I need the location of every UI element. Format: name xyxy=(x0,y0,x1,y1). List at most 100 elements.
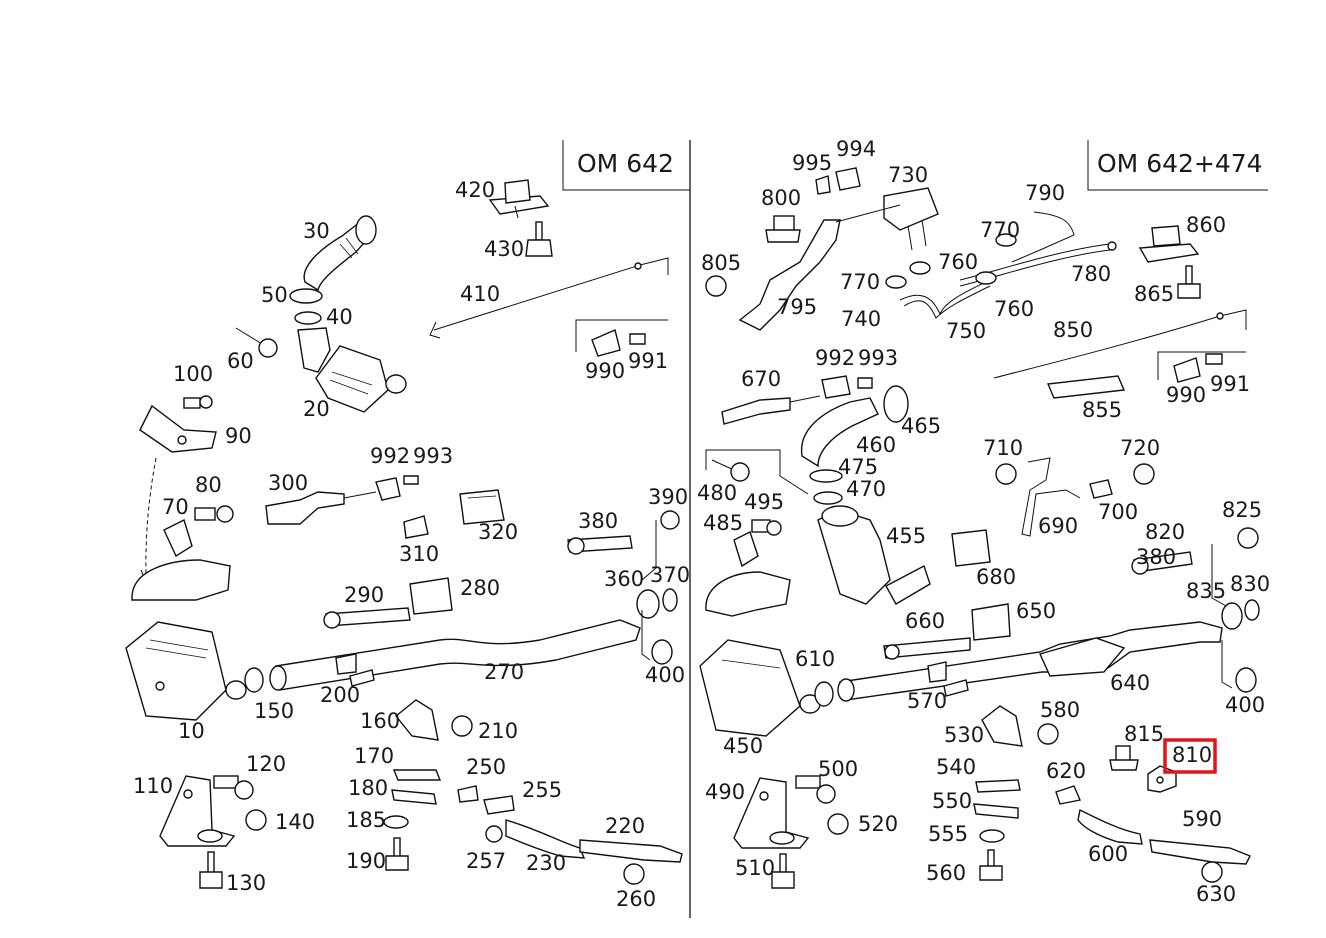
part-label-right-805: 805 xyxy=(701,251,741,275)
part-label-right-770: 770 xyxy=(840,270,880,294)
left-panel-parts xyxy=(125,179,683,889)
part-label-right-460: 460 xyxy=(856,433,896,457)
part-label-right-990: 990 xyxy=(1166,383,1206,407)
part-label-left-300: 300 xyxy=(268,471,308,495)
part-label-right-480: 480 xyxy=(697,481,737,505)
part-label-right-475: 475 xyxy=(838,455,878,479)
part-label-right-850: 850 xyxy=(1053,318,1093,342)
part-label-right-670: 670 xyxy=(741,367,781,391)
part-label-right-820: 820 xyxy=(1145,520,1185,544)
part-label-left-250: 250 xyxy=(466,755,506,779)
part-label-left-290: 290 xyxy=(344,583,384,607)
part-label-left-200: 200 xyxy=(320,683,360,707)
part-label-left-400: 400 xyxy=(645,663,685,687)
part-label-right-630: 630 xyxy=(1196,882,1236,906)
part-label-right-470: 470 xyxy=(846,477,886,501)
part-label-right-450: 450 xyxy=(723,734,763,758)
part-label-left-990: 990 xyxy=(585,359,625,383)
part-label-left-130: 130 xyxy=(226,871,266,895)
part-label-right-780: 780 xyxy=(1071,262,1111,286)
part-label-right-510: 510 xyxy=(735,856,775,880)
part-label-right-750: 750 xyxy=(946,319,986,343)
part-label-left-185: 185 xyxy=(346,808,386,832)
part-label-left-30: 30 xyxy=(303,219,330,243)
part-label-right-600: 600 xyxy=(1088,842,1128,866)
part-label-left-380: 380 xyxy=(578,509,618,533)
part-label-right-530: 530 xyxy=(944,723,984,747)
part-label-left-230: 230 xyxy=(526,851,566,875)
part-label-right-825: 825 xyxy=(1222,498,1262,522)
part-label-left-160: 160 xyxy=(360,709,400,733)
part-label-right-730: 730 xyxy=(888,163,928,187)
part-label-right-994: 994 xyxy=(836,137,876,161)
part-label-left-170: 170 xyxy=(354,744,394,768)
part-label-left-992: 992 xyxy=(370,444,410,468)
part-label-right-795: 795 xyxy=(777,295,817,319)
part-label-right-520: 520 xyxy=(858,812,898,836)
part-label-right-835: 835 xyxy=(1186,579,1226,603)
part-label-right-690: 690 xyxy=(1038,514,1078,538)
part-label-right-485: 485 xyxy=(703,511,743,535)
engine-box-left: OM 642 xyxy=(562,140,690,191)
part-label-right-720: 720 xyxy=(1120,436,1160,460)
part-label-left-70: 70 xyxy=(162,495,189,519)
part-label-left-257: 257 xyxy=(466,849,506,873)
part-label-left-270: 270 xyxy=(484,660,524,684)
part-label-left-110: 110 xyxy=(133,774,173,798)
part-label-left-80: 80 xyxy=(195,473,222,497)
part-label-right-760: 760 xyxy=(938,250,978,274)
part-label-right-855: 855 xyxy=(1082,398,1122,422)
part-label-right-865: 865 xyxy=(1134,282,1174,306)
part-label-left-180: 180 xyxy=(348,776,388,800)
part-label-left-320: 320 xyxy=(478,520,518,544)
part-label-right-993: 993 xyxy=(858,346,898,370)
part-label-left-370: 370 xyxy=(650,563,690,587)
part-label-left-50: 50 xyxy=(261,283,288,307)
part-label-left-260: 260 xyxy=(616,887,656,911)
part-label-right-991: 991 xyxy=(1210,372,1250,396)
part-label-left-150: 150 xyxy=(254,699,294,723)
part-label-left-20: 20 xyxy=(303,397,330,421)
part-label-right-465: 465 xyxy=(901,414,941,438)
part-label-left-40: 40 xyxy=(326,305,353,329)
part-label-left-120: 120 xyxy=(246,752,286,776)
part-label-left-410: 410 xyxy=(460,282,500,306)
part-label-right-580: 580 xyxy=(1040,698,1080,722)
part-label-right-660: 660 xyxy=(905,609,945,633)
part-label-left-390: 390 xyxy=(648,485,688,509)
part-label-right-555: 555 xyxy=(928,822,968,846)
part-label-right-800: 800 xyxy=(761,186,801,210)
part-label-right-860: 860 xyxy=(1186,213,1226,237)
part-label-left-280: 280 xyxy=(460,576,500,600)
part-label-right-680: 680 xyxy=(976,565,1016,589)
part-label-left-360: 360 xyxy=(604,567,644,591)
part-label-right-710: 710 xyxy=(983,436,1023,460)
part-label-right-400: 400 xyxy=(1225,693,1265,717)
part-label-left-420: 420 xyxy=(455,178,495,202)
part-label-right-490: 490 xyxy=(705,780,745,804)
part-label-left-190: 190 xyxy=(346,849,386,873)
part-label-left-310: 310 xyxy=(399,542,439,566)
part-label-right-995: 995 xyxy=(792,151,832,175)
part-label-right-560: 560 xyxy=(926,861,966,885)
part-label-left-255: 255 xyxy=(522,778,562,802)
part-label-right-760: 760 xyxy=(994,297,1034,321)
part-label-left-220: 220 xyxy=(605,814,645,838)
part-label-right-740: 740 xyxy=(841,307,881,331)
part-label-right-640: 640 xyxy=(1110,671,1150,695)
part-label-right-770: 770 xyxy=(980,218,1020,242)
part-label-right-610: 610 xyxy=(795,647,835,671)
part-label-right-380: 380 xyxy=(1136,545,1176,569)
highlight-box-810 xyxy=(1163,738,1217,774)
engine-label-left: OM 642 xyxy=(577,149,674,178)
part-label-right-500: 500 xyxy=(818,757,858,781)
part-label-right-590: 590 xyxy=(1182,807,1222,831)
part-label-left-10: 10 xyxy=(178,719,205,743)
part-label-right-455: 455 xyxy=(886,524,926,548)
right-panel-parts xyxy=(699,167,1260,889)
part-label-right-540: 540 xyxy=(936,755,976,779)
part-label-left-60: 60 xyxy=(227,349,254,373)
part-label-left-100: 100 xyxy=(173,362,213,386)
